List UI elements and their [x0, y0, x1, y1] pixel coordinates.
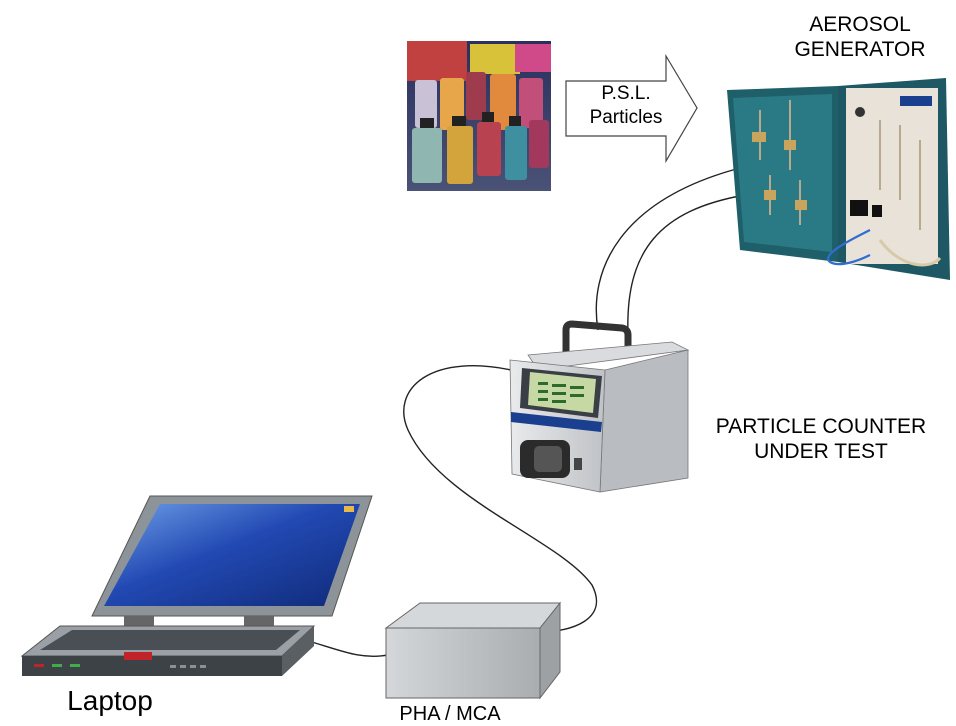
particle-counter-label-line2: UNDER TEST [754, 440, 888, 464]
aerosol-generator-photo [727, 78, 950, 280]
pha-mca-box-icon [384, 601, 562, 700]
psl-particles-label-line2: Particles [589, 106, 663, 128]
particle-counter-label-line1: PARTICLE COUNTER [715, 415, 927, 438]
psl-particles-label-line1: P.S.L. [601, 83, 651, 104]
cable-generator-to-counter-b [627, 194, 746, 336]
psl-bottles-photo [407, 41, 551, 191]
aerosol-generator-label: AEROSOL GENERATOR [770, 12, 950, 62]
cable-pha-to-laptop [304, 639, 389, 658]
particle-counter-label: PARTICLE COUNTER UNDER TEST [690, 414, 952, 464]
laptop-label: Laptop [67, 685, 153, 716]
aerosol-generator-label-line2: GENERATOR [794, 38, 926, 62]
arrow-shape [565, 53, 698, 164]
aerosol-generator-label-line1: AEROSOL [809, 13, 911, 36]
particle-counter-icon [509, 320, 690, 493]
pha-mca-label: PHA / MCA [399, 703, 501, 725]
cable-generator-to-counter-a [595, 167, 741, 331]
cables [304, 167, 746, 658]
cable-counter-to-pha [403, 365, 598, 633]
psl-particles-label: P.S.L. Particles [572, 82, 680, 130]
laptop-icon [20, 495, 373, 676]
